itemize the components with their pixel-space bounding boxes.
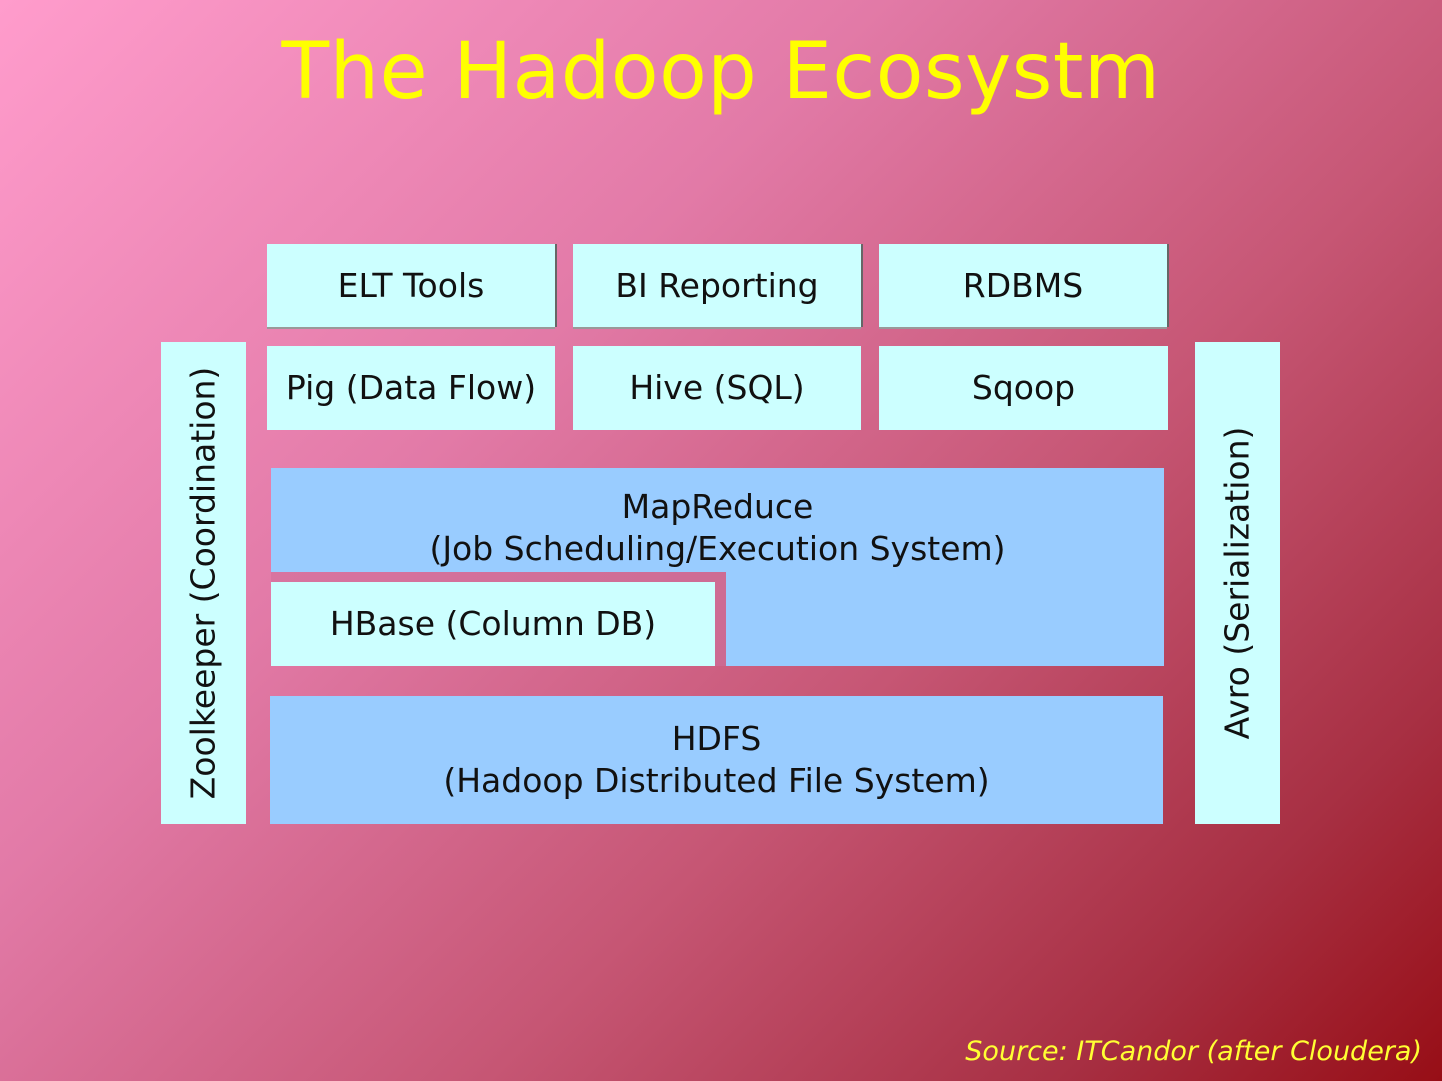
hdfs-box: HDFS (Hadoop Distributed File System): [270, 696, 1163, 824]
sqoop-box: Sqoop: [879, 346, 1168, 430]
hdfs-title: HDFS: [671, 719, 762, 758]
rdbms-box: RDBMS: [879, 244, 1167, 327]
pig-box: Pig (Data Flow): [267, 346, 555, 430]
hbase-box: HBase (Column DB): [271, 582, 715, 666]
source-caption: Source: ITCandor (after Cloudera): [965, 1036, 1422, 1067]
bi-reporting-box: BI Reporting: [573, 244, 861, 327]
slide-title: The Hadoop Ecosystm: [281, 27, 1161, 117]
rdbms-label: RDBMS: [962, 265, 1084, 305]
hive-label: Hive (SQL): [629, 368, 805, 407]
bi-reporting-label: BI Reporting: [615, 265, 819, 305]
hive-box: Hive (SQL): [573, 346, 861, 430]
avro-box: Avro (Serialization): [1195, 342, 1280, 824]
pig-label: Pig (Data Flow): [285, 368, 537, 407]
hdfs-subtitle: (Hadoop Distributed File System): [443, 761, 990, 800]
elt-tools-box: ELT Tools: [267, 244, 555, 327]
elt-tools-label: ELT Tools: [337, 265, 485, 305]
zookeeper-box: Zoolkeeper (Coordination): [161, 342, 246, 824]
mapreduce-subtitle: (Job Scheduling/Execution System): [429, 529, 1006, 568]
mapreduce-label: MapReduce (Job Scheduling/Execution Syst…: [271, 486, 1164, 570]
sqoop-label: Sqoop: [971, 368, 1076, 407]
mapreduce-title: MapReduce: [621, 487, 814, 526]
zookeeper-label: Zoolkeeper (Coordination): [183, 366, 223, 800]
avro-label: Avro (Serialization): [1217, 426, 1257, 740]
hbase-label: HBase (Column DB): [329, 604, 657, 643]
